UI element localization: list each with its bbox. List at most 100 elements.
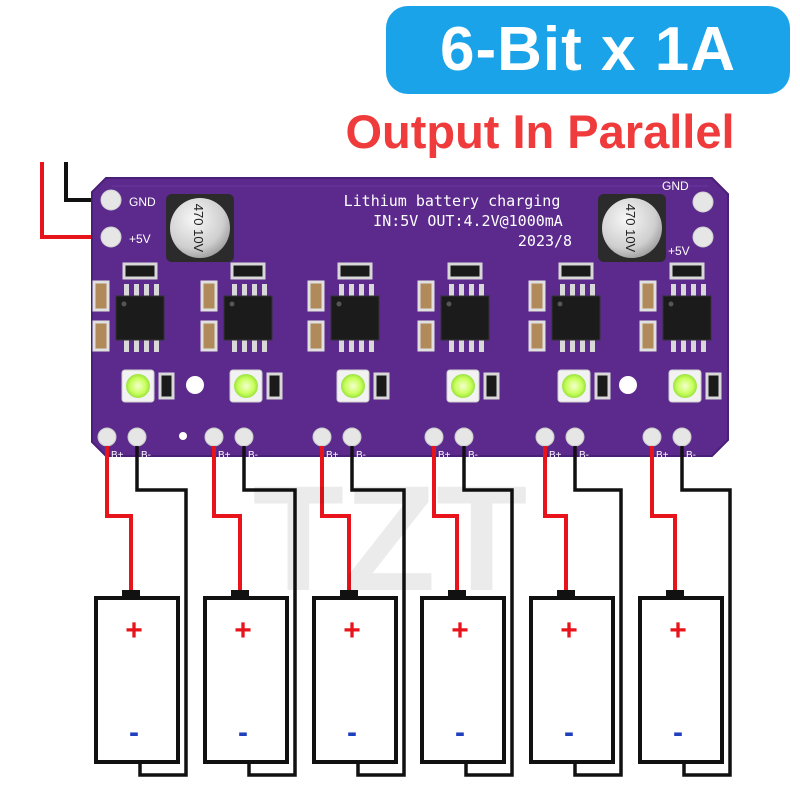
ic-pin: [359, 284, 364, 298]
capacitor-right: 470 10V: [598, 194, 666, 262]
charger-channel: B+ B-: [417, 262, 500, 461]
led-resistor: [483, 372, 500, 400]
ic-pin: [154, 338, 159, 352]
ic-pin: [570, 338, 575, 352]
positive-wire: [543, 446, 568, 592]
via-dot: [179, 432, 187, 440]
ic-pin: [560, 284, 565, 298]
battery-minus-sign: -: [347, 716, 357, 749]
battery: +-: [94, 590, 180, 764]
battery-plus-sign: +: [234, 614, 252, 647]
charger-channels: B+B-B+B-B+B-B+B-B+B-B+B-: [92, 262, 722, 461]
ic-pin: [469, 284, 474, 298]
battery-body: [638, 596, 724, 764]
positive-wire: [320, 446, 351, 592]
pad-b-plus: [535, 427, 555, 447]
battery-minus-sign: -: [455, 716, 465, 749]
ic-pin: [560, 338, 565, 352]
pad-b-plus: [204, 427, 224, 447]
vcc-input-wire: [40, 162, 108, 239]
led-resistor: [594, 372, 611, 400]
ic-pin: [369, 284, 374, 298]
status-led-glow: [451, 374, 475, 398]
ic-pin: [154, 284, 159, 298]
battery-plus-sign: +: [343, 614, 361, 647]
battery-terminal: [122, 590, 140, 598]
pad-b-plus-label: B+: [326, 450, 339, 461]
pad-b-plus: [424, 427, 444, 447]
smd-resistor: [669, 262, 705, 280]
led-resistor: [373, 372, 390, 400]
vcc-label-right: +5V: [668, 244, 690, 258]
negative-wire: [462, 446, 514, 777]
pad-b-plus-label: B+: [218, 450, 231, 461]
ic-pin: [134, 284, 139, 298]
ic-pin: [124, 338, 129, 352]
status-led-glow: [234, 374, 258, 398]
vcc-label-left: +5V: [129, 232, 151, 246]
smd-capacitor: [92, 280, 110, 312]
ic-pin: [701, 338, 706, 352]
pad-b-plus-label: B+: [438, 450, 451, 461]
status-led-glow: [126, 374, 150, 398]
battery-plus-sign: +: [669, 614, 687, 647]
pad-b-plus: [642, 427, 662, 447]
pad-b-minus-label: B-: [468, 450, 478, 461]
ic-pin: [262, 338, 267, 352]
charger-channel: B+B-: [307, 262, 390, 461]
smd-resistor: [558, 262, 594, 280]
negative-wire: [135, 446, 188, 777]
battery-terminal: [340, 590, 358, 598]
gnd-label-right: GND: [662, 179, 689, 193]
status-led-glow: [673, 374, 697, 398]
ic-pin1-dot: [336, 301, 342, 307]
subtitle: Output In Parallel: [345, 105, 735, 158]
smd-resistor: [447, 262, 483, 280]
ic-pin: [590, 338, 595, 352]
pad-b-minus: [565, 427, 585, 447]
battery-terminal: [557, 590, 575, 598]
ic-pin: [449, 284, 454, 298]
ic-pin: [349, 338, 354, 352]
ic-pin: [459, 284, 464, 298]
pad-b-plus: [312, 427, 332, 447]
negative-wire: [350, 446, 406, 777]
ic-pin: [691, 338, 696, 352]
battery-minus-sign: -: [129, 716, 139, 749]
smd-capacitor: [307, 320, 325, 352]
charger-channel: B+ B-: [92, 262, 175, 461]
ic-pin: [681, 284, 686, 298]
ic-pin: [242, 338, 247, 352]
battery-plus-sign: +: [125, 614, 143, 647]
ic-pin: [339, 338, 344, 352]
pad-b-minus-label: B-: [141, 450, 151, 461]
negative-wire: [242, 446, 297, 777]
led-resistor: [266, 372, 283, 400]
positive-wire: [650, 446, 677, 592]
battery-plus-sign: +: [451, 614, 469, 647]
ic-pin: [671, 338, 676, 352]
smd-resistor: [337, 262, 373, 280]
pad-b-minus-label: B-: [579, 450, 589, 461]
pad-b-minus: [454, 427, 474, 447]
battery-body: [420, 596, 506, 764]
ic-pin1-dot: [121, 301, 127, 307]
battery-minus-sign: -: [238, 716, 248, 749]
smd-capacitor: [417, 280, 435, 312]
watermark: TZT: [253, 454, 528, 622]
battery-body: [529, 596, 615, 764]
smd-resistor: [230, 262, 266, 280]
ic-pin: [339, 284, 344, 298]
pad-b-minus: [234, 427, 254, 447]
pad-b-minus: [672, 427, 692, 447]
pad-b-plus-label: B+: [111, 450, 124, 461]
battery-body: [312, 596, 398, 764]
ic-pin: [701, 284, 706, 298]
ic-pin: [449, 338, 454, 352]
charger-channel: B+B-: [639, 262, 722, 461]
ic-pin: [671, 284, 676, 298]
smd-capacitor: [307, 280, 325, 312]
battery-minus-sign: -: [564, 716, 574, 749]
mounting-hole-right: [619, 376, 637, 394]
output-wires: [105, 446, 732, 777]
